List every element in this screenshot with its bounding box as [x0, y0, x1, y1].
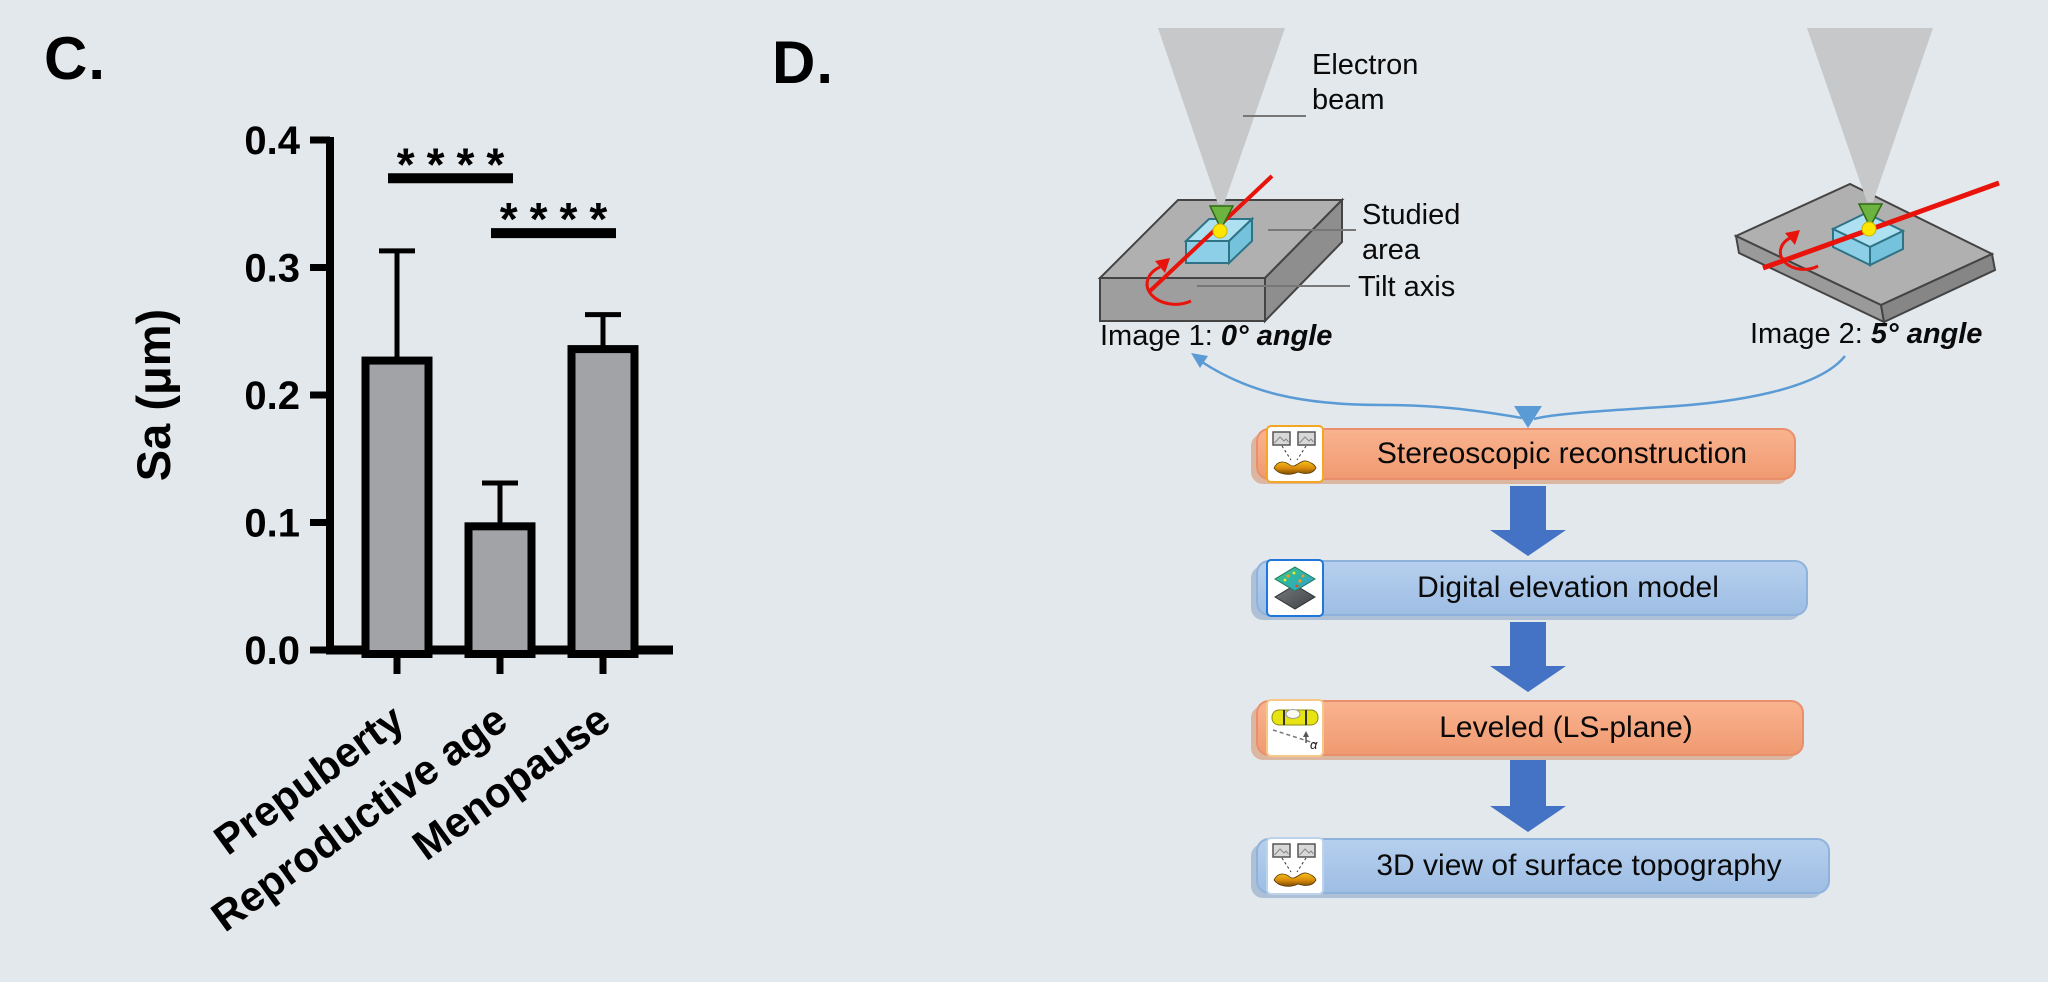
electron-beam-cone: [1158, 28, 1285, 204]
flow-step-leveled-ls-plane: Leveled (LS-plane): [1256, 700, 1804, 756]
image1-caption-angle: 0° angle: [1220, 320, 1333, 352]
tilt-axis-label: Tilt axis: [1358, 271, 1456, 303]
flow-step-label: Digital elevation model: [1417, 571, 1719, 604]
significance-label: ****: [500, 193, 620, 245]
electron-beam-label-line1: Electron: [1312, 49, 1419, 81]
significance-label: ****: [397, 138, 517, 190]
stereo-pair-icon: [1266, 837, 1324, 895]
connector-to-image1: [1201, 360, 1523, 420]
flowchart-arrows: [1490, 486, 1566, 832]
rotation-arrowhead: [1155, 258, 1170, 273]
y-tick-label: 0.1: [244, 502, 300, 546]
dem-layers-icon: [1266, 559, 1324, 617]
rotation-arrow: [1778, 236, 1819, 271]
y-tick-label: 0.3: [244, 247, 300, 291]
beam-spot-dot: [1212, 223, 1228, 239]
panel-c-label: C.: [44, 25, 106, 92]
connector-arrowhead-image1: [1191, 353, 1208, 368]
sample-stage-side: [1879, 252, 1997, 324]
connector-from-image2: [1533, 355, 1846, 421]
tilt-axis-line: [1148, 174, 1274, 293]
sample-stage-front: [1099, 277, 1266, 322]
flow-step-label: 3D view of surface topography: [1376, 849, 1782, 882]
studied-area-label: Studied area: [1362, 198, 1460, 268]
flow-step-stereoscopic-reconstruction: Stereoscopic reconstruction: [1256, 428, 1796, 480]
studied-area-box-side: [1869, 229, 1904, 267]
flow-step-label: Stereoscopic reconstruction: [1376, 437, 1748, 470]
flow-step-digital-elevation-model: Digital elevation model: [1256, 560, 1808, 616]
bar: [361, 356, 433, 658]
connector-merge-arrowhead: [1514, 406, 1542, 428]
flow-step-label: Leveled (LS-plane): [1439, 711, 1693, 744]
tilt-axis-line: [1762, 180, 2000, 271]
y-tick-label: 0.2: [244, 374, 300, 418]
spirit-level-icon: α: [1266, 699, 1324, 757]
beam-focus-triangle: [1208, 205, 1235, 231]
beam-spot-dot: [1861, 221, 1877, 237]
studied-area-box-side: [1228, 216, 1253, 266]
bar: [567, 345, 639, 658]
studied-area-label-line2: area: [1362, 234, 1421, 266]
bar: [464, 522, 536, 659]
electron-beam-label: Electron beam: [1312, 48, 1418, 118]
image1-caption: Image 1: 0° angle: [1100, 320, 1332, 353]
y-tick-label: 0.4: [244, 119, 300, 163]
image1-caption-prefix: Image 1:: [1100, 320, 1221, 352]
electron-beam-cone: [1807, 28, 1933, 202]
flow-step-3d-view-surface-topography: 3D view of surface topography: [1256, 838, 1830, 894]
y-tick-label: 0.0: [244, 629, 300, 673]
panel-d-label: D.: [772, 29, 834, 96]
electron-beam-label-line2: beam: [1312, 84, 1385, 116]
rotation-arrow: [1145, 265, 1192, 306]
stereo-pair-icon: [1266, 425, 1324, 483]
studied-area-label-line1: Studied: [1362, 199, 1461, 231]
image2-caption: Image 2: 5° angle: [1750, 318, 1982, 351]
sem-diagram-left: [1097, 28, 1356, 324]
beam-focus-triangle: [1857, 203, 1884, 229]
flow-arrow-down-3: [1490, 760, 1566, 832]
rotation-arrowhead: [1785, 230, 1800, 245]
sem-diagram-right: [1733, 28, 2000, 324]
image2-caption-prefix: Image 2:: [1750, 318, 1871, 350]
image2-caption-angle: 5° angle: [1870, 318, 1983, 350]
svg-text:α: α: [1310, 737, 1318, 752]
bar-chart: 0.00.10.20.30.4Sa (μm)PrepubertyReproduc…: [127, 119, 673, 940]
flow-arrow-down-2: [1490, 622, 1566, 692]
flow-arrow-down-1: [1490, 486, 1566, 556]
image-merge-connectors: [1191, 353, 1846, 428]
y-axis-title: Sa (μm): [127, 309, 180, 481]
